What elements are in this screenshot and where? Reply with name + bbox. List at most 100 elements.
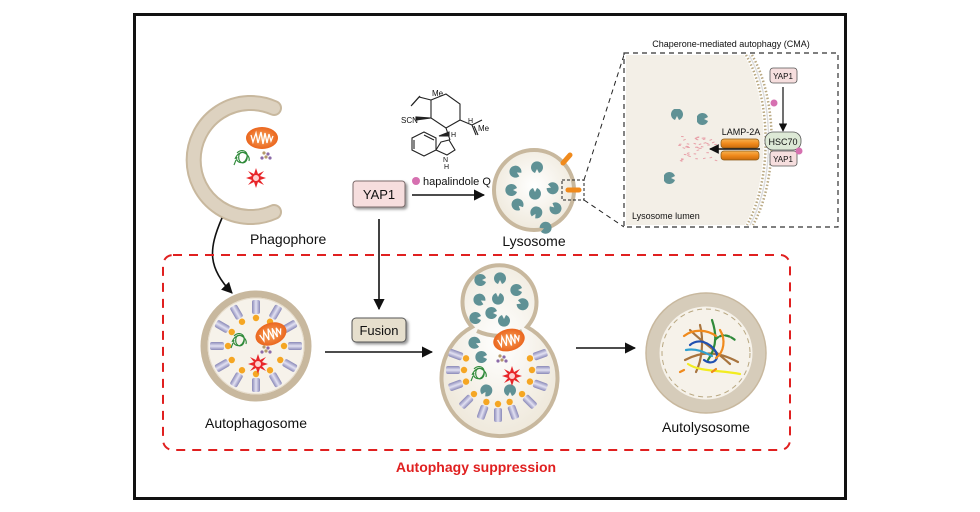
phagophore: Phagophore — [185, 95, 327, 247]
svg-text:SCN: SCN — [401, 116, 418, 125]
cargo-dot-icon — [238, 318, 246, 325]
enzyme-icon — [480, 384, 493, 397]
enzyme-icon — [510, 284, 522, 296]
lysosomal-enzymes — [505, 161, 562, 234]
peptide-fragment — [686, 143, 690, 145]
peptide-fragment — [711, 141, 715, 144]
yap1-label: YAP1 — [363, 187, 395, 202]
enzyme-icon — [531, 161, 543, 173]
cargo-dot-icon — [462, 378, 470, 385]
autophagy-receptor-icon — [282, 359, 298, 372]
zoom-line-top — [583, 54, 625, 181]
enzyme-icon — [469, 312, 481, 324]
autophagy-receptor-icon — [532, 349, 548, 361]
cargo-dot-icon — [518, 390, 526, 398]
autophagy-receptor-icon — [448, 349, 464, 361]
peptide-fragment — [711, 147, 715, 149]
yap1-cma-top-box — [769, 67, 798, 84]
peptide-fragment — [695, 138, 699, 141]
autolysosome: Autolysosome — [645, 292, 767, 435]
peptide-fragment — [683, 138, 686, 141]
autophagy-receptor-icon — [522, 394, 537, 409]
cargo-dot-icon — [483, 398, 490, 406]
particle-dots-icon — [260, 151, 272, 160]
cargo-dot-icon — [280, 342, 288, 350]
hapalindole-dot-icon — [795, 147, 803, 155]
svg-text:H: H — [451, 132, 456, 139]
enzyme-icon — [505, 184, 517, 196]
autophagy-receptor-icon — [494, 408, 502, 422]
enzyme-icon — [498, 315, 510, 327]
enzyme-icon — [474, 274, 486, 286]
cargo-dot-icon — [238, 367, 246, 374]
lamp2a-receptor-top — [560, 152, 573, 166]
autophagy-receptor-icon — [230, 304, 243, 320]
enzyme-icon — [529, 188, 541, 200]
autophagosome-label: Autophagosome — [205, 415, 307, 431]
svg-text:Me: Me — [478, 124, 490, 133]
enzyme-icon — [492, 293, 504, 305]
enzyme-icon — [494, 272, 506, 284]
yap1-cma-top-label: YAP1 — [773, 72, 793, 81]
peptide-fragment — [703, 142, 707, 144]
cma-title: Chaperone-mediated autophagy (CMA) — [652, 39, 810, 49]
lamp2a-channel-top — [720, 138, 760, 149]
cargo-dot-icon — [506, 398, 513, 406]
lysosome-lumen-label: Lysosome lumen — [632, 211, 700, 221]
enzyme-icon — [539, 221, 552, 234]
cargo-dot-icon — [526, 355, 534, 362]
cma-inset: Chaperone-mediated autophagy (CMA) LAMP-… — [623, 39, 839, 228]
lysosome: Lysosome — [492, 148, 585, 249]
autophagosome: Autophagosome — [200, 290, 312, 431]
arrow-phagophore-to-autophagosome — [211, 217, 233, 294]
peptide-fragment — [714, 159, 718, 162]
autophagy-receptor-icon — [252, 300, 260, 314]
enzyme-icon — [549, 202, 562, 215]
peptide-fragment — [698, 143, 702, 146]
phagophore-label: Phagophore — [250, 231, 327, 247]
hapalindole-dot-icon — [412, 177, 420, 185]
peptide-fragment — [696, 149, 700, 152]
autophagy-receptor-icon — [536, 366, 550, 374]
autophagy-receptor-icon — [210, 342, 224, 350]
cargo-dot-icon — [460, 366, 468, 374]
peptide-fragment — [705, 142, 709, 145]
hapalindole-atom-labels: Me SCN H H Me N H — [401, 89, 490, 171]
lysosome-lumen-region — [626, 55, 764, 225]
fusion-box — [351, 317, 407, 343]
peptide-fragment — [686, 152, 690, 154]
peptide-fragment — [700, 145, 704, 148]
enzyme-icon — [530, 206, 543, 219]
fusion-body — [439, 263, 560, 438]
autophagy-receptor-icon — [477, 404, 489, 420]
cargo-dot-icon — [228, 356, 235, 364]
hsc70-label: HSC70 — [768, 137, 797, 147]
enzyme-icon — [485, 307, 497, 319]
autophagy-receptor-icon — [269, 372, 282, 388]
ros-star-icon — [246, 168, 266, 188]
hsc70-box — [764, 131, 802, 151]
enzyme-icon — [546, 182, 559, 195]
cargo-dot-icon — [224, 342, 232, 350]
peptide-fragment — [693, 142, 697, 145]
enzyme-icon — [516, 298, 529, 311]
autophagy-receptor-icon — [288, 342, 302, 350]
peptide-fragment — [686, 154, 690, 156]
cargo-dot-icon — [266, 367, 274, 374]
autophagy-receptor-icon — [448, 379, 464, 391]
cargo-dot-icon — [526, 378, 534, 385]
autophagy-receptor-icon — [214, 359, 230, 372]
peptide-fragment — [709, 156, 713, 159]
autophagy-receptor-icon — [230, 372, 243, 388]
peptide-fragment — [688, 155, 691, 158]
peptide-fragment — [682, 147, 686, 149]
peptide-fragment — [702, 138, 706, 141]
cargo-dot-icon — [528, 366, 536, 374]
cargo-dot-icon — [470, 390, 478, 398]
enzyme-icon — [509, 165, 522, 178]
cargo-dot-icon — [277, 356, 284, 364]
cargo-dot-icon — [462, 355, 470, 362]
lamp2a-label: LAMP-2A — [722, 127, 761, 137]
lysosome-label: Lysosome — [502, 233, 566, 249]
